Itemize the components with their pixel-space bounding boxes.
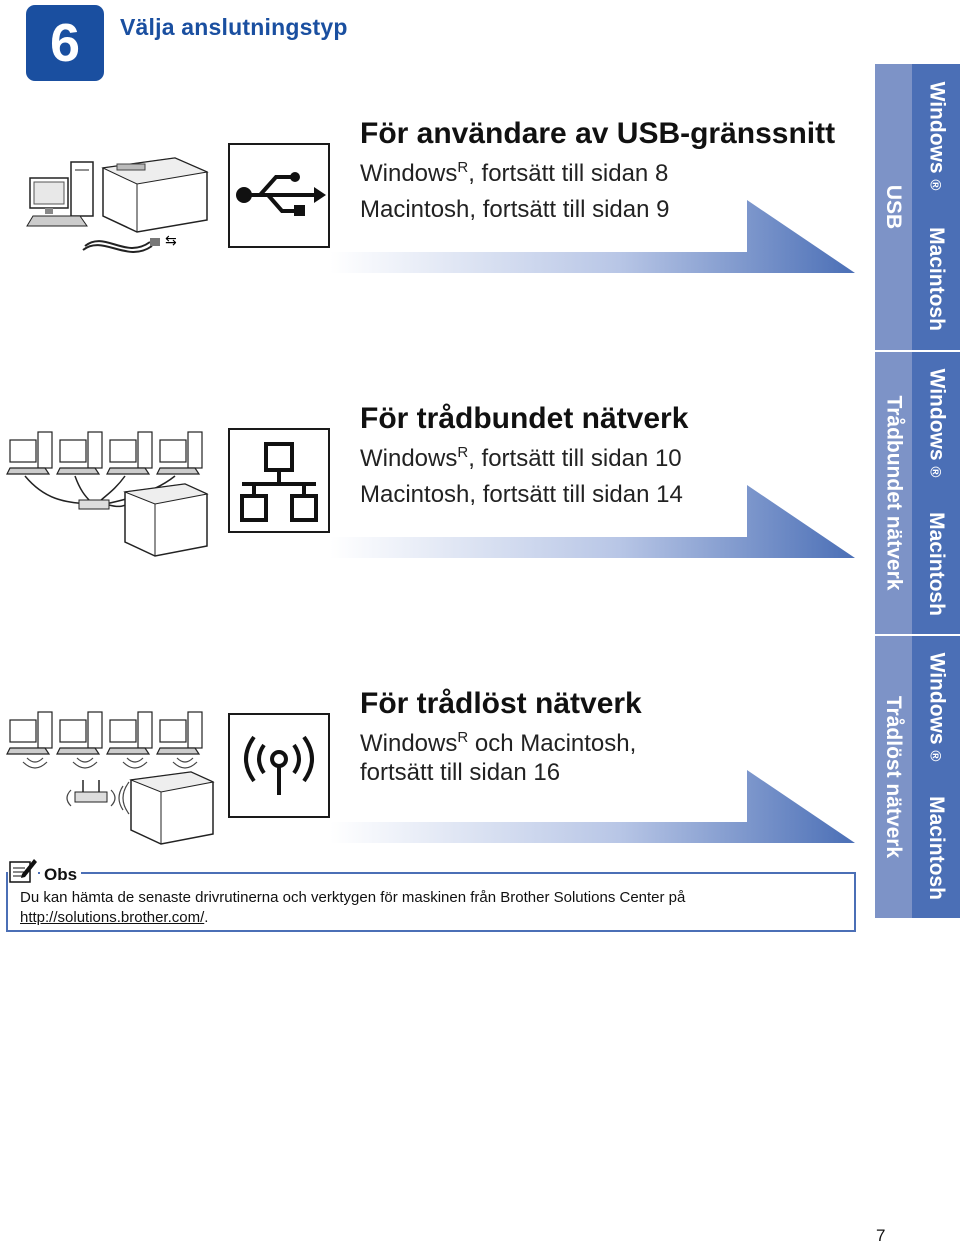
section-wired-windows-line: WindowsR, fortsätt till sidan 10	[360, 445, 682, 473]
tab-wireless-windows: Windows ®	[925, 652, 948, 761]
tab-wireless-os[interactable]: Windows ® Macintosh	[912, 634, 960, 918]
section-wired-heading: För trådbundet nätverk	[360, 402, 689, 435]
tab-wireless-macintosh: Macintosh	[925, 795, 948, 900]
note-text: Du kan hämta de senaste drivrutinerna oc…	[20, 888, 840, 928]
section-usb-arrow	[330, 200, 855, 273]
note-body: Du kan hämta de senaste drivrutinerna oc…	[20, 889, 686, 906]
wired-network-icon	[228, 428, 330, 533]
registered-mark: R	[457, 729, 469, 746]
section-wired-macintosh-line: Macintosh, fortsätt till sidan 14	[360, 481, 683, 508]
section-usb-heading: För användare av USB-gränssnitt	[360, 117, 836, 150]
section-wired-arrow	[330, 485, 855, 558]
svg-text:⇆: ⇆	[165, 233, 177, 249]
section-usb-windows-line: WindowsR, fortsätt till sidan 8	[360, 160, 668, 188]
wireless-network-icon	[228, 713, 330, 818]
page-title: Välja anslutningstyp	[120, 14, 348, 40]
windows-page-ref: och Macintosh,	[468, 730, 637, 757]
tab-usb-macintosh: Macintosh	[925, 226, 948, 331]
tab-wireless-label: Trådlöst nätverk	[882, 695, 906, 859]
section-wireless-line2: fortsätt till sidan 16	[360, 759, 561, 786]
tab-usb[interactable]: USB	[875, 64, 912, 350]
tab-usb-label: USB	[882, 184, 906, 230]
tab-wired-windows: Windows ®	[925, 368, 948, 477]
usb-connection-illustration: ⇆	[26, 157, 209, 253]
windows-page-ref: , fortsätt till sidan 10	[468, 445, 682, 472]
page-number: 7	[876, 1226, 886, 1245]
section-wireless-heading: För trådlöst nätverk	[360, 687, 642, 720]
section-usb-macintosh-line: Macintosh, fortsätt till sidan 9	[360, 196, 670, 223]
usb-icon	[228, 143, 330, 248]
tab-wired-os[interactable]: Windows ® Macintosh	[912, 350, 960, 634]
note-box	[6, 872, 856, 932]
registered-mark: R	[457, 159, 469, 176]
tab-usb-windows: Windows ®	[925, 81, 948, 190]
solutions-center-link[interactable]: http://solutions.brother.com/	[20, 909, 205, 926]
windows-label: Windows	[360, 160, 458, 187]
tab-usb-os[interactable]: Windows ® Macintosh	[912, 64, 960, 350]
windows-label: Windows	[360, 730, 458, 757]
windows-label: Windows	[360, 445, 458, 472]
note-pencil-icon	[8, 856, 38, 884]
section-wireless-arrow	[330, 770, 855, 843]
note-period: .	[204, 909, 209, 926]
tab-wireless[interactable]: Trådlöst nätverk	[875, 634, 912, 918]
section-wireless-windows-line: WindowsR och Macintosh,	[360, 730, 636, 758]
wireless-network-illustration	[6, 711, 215, 845]
step-number-badge: 6	[26, 5, 104, 81]
wired-network-illustration	[6, 431, 209, 557]
tab-wired[interactable]: Trådbundet nätverk	[875, 350, 912, 634]
tab-wired-macintosh: Macintosh	[925, 511, 948, 616]
registered-mark: R	[457, 444, 469, 461]
note-label: Obs	[40, 865, 82, 885]
tab-wired-label: Trådbundet nätverk	[882, 395, 906, 591]
windows-page-ref: , fortsätt till sidan 8	[468, 160, 669, 187]
